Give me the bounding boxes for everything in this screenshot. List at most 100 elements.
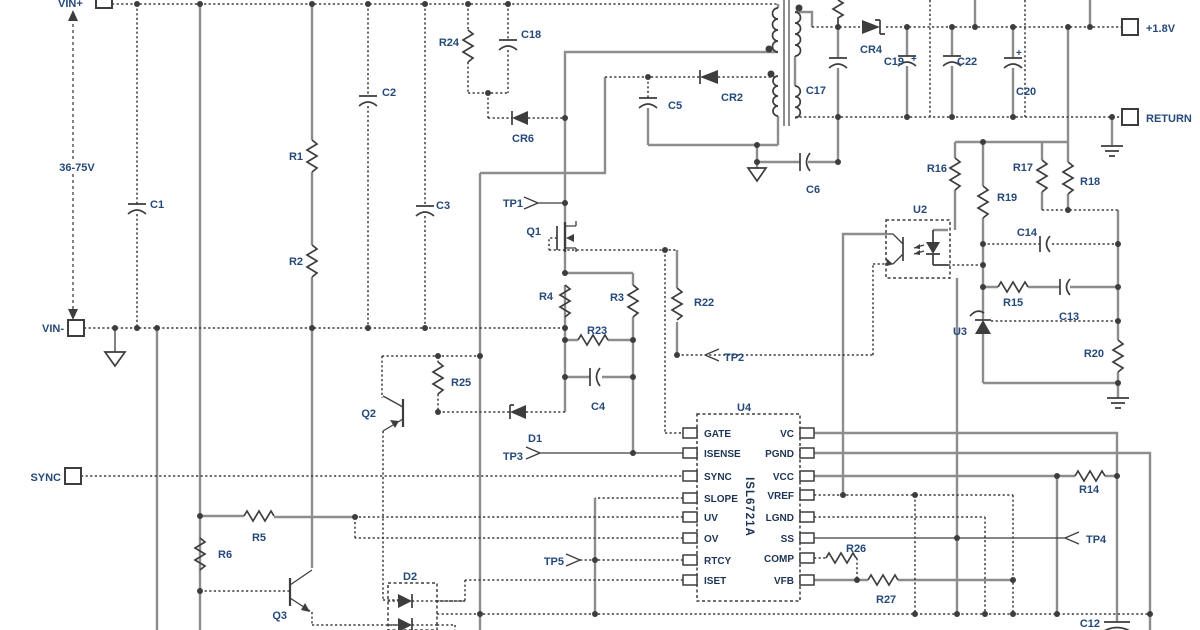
label-cr6: CR6 <box>512 133 534 145</box>
label-r4: R4 <box>539 291 554 303</box>
diode-cr2 <box>699 70 718 84</box>
label-tp1: TP1 <box>503 198 523 210</box>
pin-pgnd: PGND <box>765 449 794 460</box>
testpoint-tp4-arrow <box>1064 531 1080 545</box>
pin-lgnd: LGND <box>766 513 794 524</box>
label-r19: R19 <box>997 192 1017 204</box>
label-r16: R16 <box>927 163 947 175</box>
ground-primary <box>746 167 768 183</box>
label-tp4: TP4 <box>1086 534 1107 546</box>
ground-return <box>1101 145 1123 157</box>
label-r24: R24 <box>439 37 460 49</box>
label-tp2: TP2 <box>724 352 744 364</box>
ground-input <box>103 328 127 368</box>
resistor-partial-top <box>831 0 845 27</box>
diode-cr4 <box>862 19 885 35</box>
pin-ss: SS <box>781 534 795 545</box>
resistor-r3 <box>626 284 640 318</box>
label-c22: C22 <box>957 56 977 68</box>
pin-slope: SLOPE <box>704 494 738 505</box>
label-q2: Q2 <box>361 408 376 420</box>
label-r14: R14 <box>1079 484 1100 496</box>
label-c18: C18 <box>521 29 541 41</box>
label-c6: C6 <box>806 184 820 196</box>
ground-feedback <box>1107 397 1129 409</box>
resistor-r27 <box>867 573 899 587</box>
label-r27: R27 <box>876 594 896 606</box>
label-tp5: TP5 <box>544 556 564 568</box>
capacitor-c20 <box>1003 57 1023 69</box>
label-r25: R25 <box>451 377 471 389</box>
label-tp3: TP3 <box>503 451 523 463</box>
port-vin-plus <box>95 0 113 9</box>
pin-vcc: VCC <box>773 472 794 483</box>
dotted-wires <box>81 0 1150 630</box>
pin-vc: VC <box>780 429 794 440</box>
pin-sync: SYNC <box>704 472 732 483</box>
label-c13: C13 <box>1059 311 1079 323</box>
testpoint-tp3-arrow <box>525 446 541 460</box>
capacitor-c5 <box>638 97 658 109</box>
label-u2: U2 <box>913 204 927 216</box>
label-port-vin-minus: VIN- <box>42 323 64 335</box>
ic-u4 <box>682 413 815 602</box>
transformer <box>765 4 803 119</box>
pin-vref: VREF <box>767 491 794 502</box>
port-out-pos <box>1121 18 1139 36</box>
pin-vfb: VFB <box>774 576 794 587</box>
label-r26: R26 <box>846 543 866 555</box>
capacitor-c18 <box>498 39 518 51</box>
label-r3: R3 <box>610 292 624 304</box>
label-c19: C19 <box>884 56 904 68</box>
capacitor-c6 <box>799 152 811 172</box>
capacitor-c3 <box>415 205 435 217</box>
label-d2: D2 <box>403 571 417 583</box>
resistor-r1 <box>305 139 319 173</box>
label-c12: C12 <box>1080 618 1100 630</box>
resistor-r17 <box>1035 159 1049 193</box>
resistor-r18 <box>1061 161 1075 195</box>
labels: VIN+ 36-75V VIN- SYNC +1.8V RETURN C1 R1… <box>30 0 1191 630</box>
resistor-r24 <box>461 29 475 63</box>
label-port-out-return: RETURN <box>1146 113 1192 125</box>
label-r23: R23 <box>587 325 607 337</box>
label-c4: C4 <box>591 401 606 413</box>
label-c3: C3 <box>436 200 450 212</box>
label-c20-plus: + <box>1016 48 1022 59</box>
resistor-r16 <box>948 157 962 191</box>
pin-rtcy: RTCY <box>704 556 732 567</box>
port-sync <box>64 467 82 485</box>
label-c5: C5 <box>668 100 682 112</box>
label-c19-plus: + <box>911 54 917 65</box>
transistor-q2 <box>382 395 405 432</box>
shunt-ref-u3 <box>969 310 991 334</box>
label-u4: U4 <box>737 402 752 414</box>
label-port-vin-plus: VIN+ <box>58 0 83 10</box>
label-u3: U3 <box>953 326 967 338</box>
label-cr2: CR2 <box>721 92 743 104</box>
label-r18: R18 <box>1080 176 1100 188</box>
resistor-r22 <box>670 287 684 321</box>
resistor-r23 <box>577 333 609 347</box>
pin-comp: COMP <box>764 554 794 565</box>
label-c20: C20 <box>1016 86 1036 98</box>
label-input-range: 36-75V <box>59 162 95 174</box>
label-port-sync: SYNC <box>30 472 61 484</box>
resistor-r6 <box>193 537 207 571</box>
pin-uv: UV <box>704 513 718 524</box>
label-r1: R1 <box>289 151 303 163</box>
label-r22: R22 <box>694 297 714 309</box>
capacitor-c12 <box>1104 621 1130 630</box>
resistor-r19 <box>976 185 990 219</box>
capacitor-c22 <box>942 55 962 67</box>
testpoint-tp2-arrow <box>704 348 720 362</box>
capacitor-c2 <box>358 95 378 107</box>
testpoint-tp1-arrow <box>523 196 539 210</box>
testpoint-tp5-arrow <box>565 553 581 567</box>
pin-ov: OV <box>704 534 719 545</box>
pin-gate: GATE <box>704 429 731 440</box>
label-q1: Q1 <box>526 226 541 238</box>
label-c1: C1 <box>150 199 164 211</box>
